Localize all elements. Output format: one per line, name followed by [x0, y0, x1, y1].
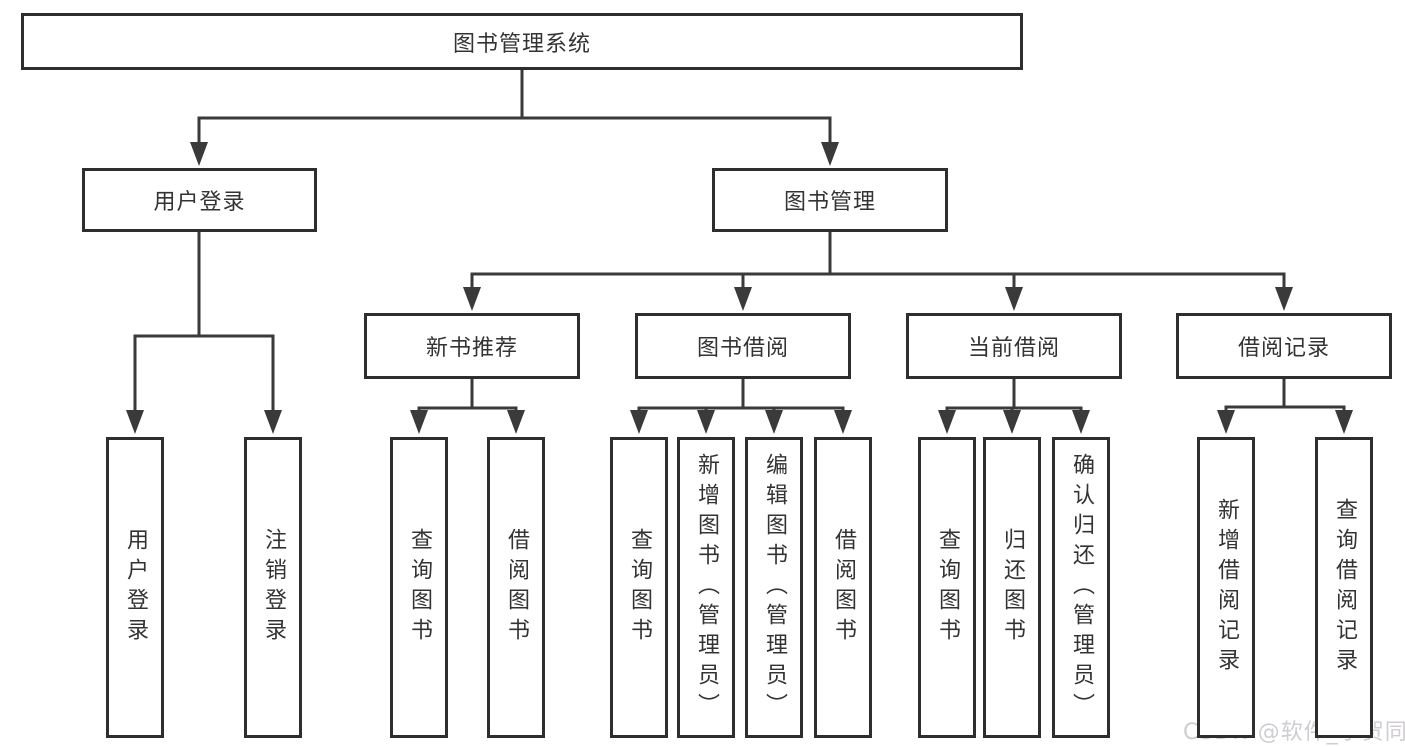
node-book-management: 图书管理: [712, 168, 948, 232]
arrowhead-borrowing-records: [1275, 287, 1293, 311]
arrowhead-new-book-recommend: [463, 287, 481, 311]
leaf-query-book-3: 查询图书: [918, 437, 976, 738]
arrowhead-leaf-add-book: [697, 410, 715, 434]
arrowhead-leaf-borrow-book-2: [834, 410, 852, 434]
leaf-confirm-return-admin: 确认归还（管理员）: [1052, 437, 1110, 738]
node-borrowing-records: 借阅记录: [1176, 313, 1392, 379]
arrowhead-book-management: [821, 142, 839, 166]
leaf-logout: 注销登录: [244, 437, 302, 738]
arrowhead-leaf-borrow-book-1: [507, 410, 525, 434]
connector-borrowing-records-branch: [1217, 379, 1353, 434]
node-root-library-system: 图书管理系统: [21, 13, 1023, 70]
arrowhead-leaf-logout: [264, 410, 282, 434]
connector-book-management-to-level3: [463, 232, 1293, 311]
arrowhead-book-borrowing: [734, 287, 752, 311]
connector-current-borrowing-branch: [938, 379, 1090, 434]
node-current-borrowing: 当前借阅: [906, 313, 1122, 379]
leaf-user-login: 用户登录: [106, 437, 164, 738]
arrowhead-leaf-edit-book: [765, 410, 783, 434]
leaf-borrow-book-1: 借阅图书: [487, 437, 545, 738]
leaf-query-borrow-record: 查询借阅记录: [1315, 437, 1373, 738]
node-new-book-recommend: 新书推荐: [364, 313, 580, 379]
arrowhead-leaf-query-record: [1335, 410, 1353, 434]
leaf-add-borrow-record: 新增借阅记录: [1197, 437, 1255, 738]
connector-user-login-branch: [126, 232, 282, 434]
arrowhead-leaf-query-book-3: [938, 410, 956, 434]
node-user-login: 用户登录: [82, 168, 317, 232]
leaf-return-book: 归还图书: [983, 437, 1041, 738]
arrowhead-leaf-add-record: [1217, 410, 1235, 434]
leaf-add-book-admin: 新增图书（管理员）: [677, 437, 735, 738]
arrowhead-user-login: [190, 142, 208, 166]
connector-new-book-branch: [410, 379, 525, 434]
arrowhead-leaf-query-book-1: [410, 410, 428, 434]
arrowhead-leaf-confirm-return: [1072, 410, 1090, 434]
connector-root-to-level2: [190, 70, 839, 166]
leaf-borrow-book-2: 借阅图书: [814, 437, 872, 738]
leaf-query-book-1: 查询图书: [390, 437, 448, 738]
connector-book-borrowing-branch: [630, 379, 852, 434]
arrowhead-leaf-user-login: [126, 410, 144, 434]
node-book-borrowing: 图书借阅: [635, 313, 851, 379]
arrowhead-current-borrowing: [1005, 287, 1023, 311]
leaf-edit-book-admin: 编辑图书（管理员）: [745, 437, 803, 738]
arrowhead-leaf-query-book-2: [630, 410, 648, 434]
arrowhead-leaf-return-book: [1003, 410, 1021, 434]
leaf-query-book-2: 查询图书: [610, 437, 668, 738]
